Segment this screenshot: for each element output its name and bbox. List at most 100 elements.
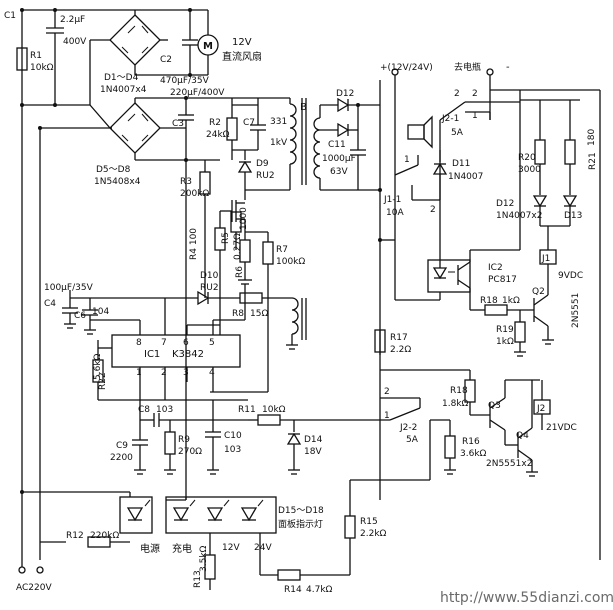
r20-resistor [534, 139, 546, 165]
node-2-c: 2 [384, 387, 390, 397]
c8-label: C8 [138, 405, 150, 415]
bridge2-label: D5～D8 [96, 165, 131, 175]
c3-label: C3 [172, 119, 184, 129]
r17-value: 2.2Ω [390, 345, 411, 355]
r17-label: R17 [390, 333, 408, 343]
j21-value: 5A [451, 128, 464, 138]
ac-input-section [16, 8, 130, 574]
node-1-a: 1 [472, 111, 478, 121]
bridge-rectifier-1: M [89, 8, 219, 105]
j1-label: J1 [541, 254, 550, 264]
bridge1-label: D1～D4 [104, 73, 139, 83]
c6-label: C6 [74, 311, 86, 321]
r22-label: R22 [98, 372, 108, 390]
d13-label: D13 [564, 211, 582, 221]
c2-value: 470μF/35V [160, 76, 210, 86]
c10-value: 103 [224, 445, 241, 455]
c7-value: 331 [270, 117, 287, 127]
r6-label: R6 [235, 266, 245, 278]
r5-label: R5 [221, 232, 231, 244]
ic1-pin4: 4 [209, 368, 215, 378]
d10-value: RU2 [200, 283, 219, 293]
c1-label: C1 [4, 11, 16, 21]
node-2-b: 2 [430, 205, 436, 215]
r15-resistor [344, 515, 356, 539]
r13-label: R13 [193, 570, 203, 588]
j2-label: J2 [536, 404, 545, 414]
panel-indicator-leds [119, 480, 356, 590]
c6-value: 104 [92, 307, 109, 317]
c9-label: C9 [116, 441, 128, 451]
c11-voltage: 63V [330, 167, 348, 177]
r15-label: R15 [360, 517, 378, 527]
d12b-value: 1N4007x2 [496, 211, 542, 221]
ic1-pin8: 8 [136, 338, 142, 348]
bridge1-value: 1N4007x4 [100, 85, 147, 95]
c7-label: C7 [243, 118, 255, 128]
bridge2-value: 1N5408x4 [94, 177, 141, 187]
led-24v-label: 24V [254, 543, 272, 553]
r8-value: 15Ω [250, 309, 268, 319]
c11-value: 1000μF [322, 154, 356, 164]
r3-value: 200kΩ [180, 189, 209, 199]
d12b-label: D12 [496, 199, 514, 209]
c2-label: C2 [160, 55, 172, 65]
fan-voltage: 12V [232, 37, 252, 48]
d11-label: D11 [452, 159, 470, 169]
ic1-pin3: 3 [183, 368, 189, 378]
r6-value: 0.27Ω [233, 233, 243, 260]
node-1-b: 1 [404, 155, 410, 165]
r22-value: 5.6kΩ [93, 353, 103, 380]
svg-text:M: M [203, 41, 213, 52]
watermark: http://www.55dianzi.com [440, 590, 613, 606]
ic1-pin1: 1 [136, 368, 142, 378]
r19-label: R19 [496, 325, 514, 335]
buzzer-icon [407, 124, 425, 140]
r3-label: R3 [180, 177, 192, 187]
r12-label: R12 [66, 531, 84, 541]
r16-label: R16 [462, 437, 480, 447]
transformer-primary [289, 103, 297, 165]
leds-value: 面板指示灯 [278, 518, 323, 530]
ic2-label: IC2 [488, 263, 503, 273]
r9-label: R9 [178, 435, 190, 445]
r5-value: 1000 [239, 207, 249, 230]
c8-value: 103 [156, 405, 173, 415]
bridge-rectifier-2 [89, 96, 232, 500]
r15-value: 2.2kΩ [360, 529, 387, 539]
r20-label: R20 [518, 153, 536, 163]
aux-winding [70, 290, 307, 350]
r1-resistor [16, 47, 28, 71]
r18-value: 1.8kΩ [442, 399, 469, 409]
j2-value: 21VDC [546, 423, 577, 433]
j11-value: 10A [386, 208, 404, 218]
secondary-output [313, 68, 601, 560]
r1-label: R1 [30, 51, 42, 61]
led-12v-label: 12V [222, 543, 240, 553]
ac-input-label: AC220V [16, 583, 52, 593]
leds-label: D15～D18 [278, 506, 324, 516]
r14-resistor [277, 569, 301, 581]
r18b-resistor [484, 304, 508, 316]
q3-label: Q3 [488, 401, 501, 411]
r11-label: R11 [238, 405, 256, 415]
j22-value: 5A [406, 435, 419, 445]
r16-value: 3.6kΩ [460, 449, 487, 459]
node-2-d: 2 [454, 89, 460, 99]
primary-snubber [199, 97, 307, 393]
r2-label: R2 [209, 118, 221, 128]
led-panel-box [165, 496, 277, 534]
led-power-box [119, 496, 153, 534]
r19-value: 1kΩ [496, 337, 514, 347]
r7-label: R7 [276, 245, 288, 255]
c1-value: 2.2μF [60, 15, 85, 25]
ic2-optocoupler [427, 259, 471, 293]
r4-label: R4 100 [189, 228, 199, 260]
c7-voltage: 1kV [270, 138, 288, 148]
r19-resistor [514, 321, 526, 343]
r8-label: R8 [232, 309, 244, 319]
r21-resistor [564, 139, 576, 165]
r14-label: R14 [284, 585, 302, 595]
r12-value: 220kΩ [90, 531, 119, 541]
